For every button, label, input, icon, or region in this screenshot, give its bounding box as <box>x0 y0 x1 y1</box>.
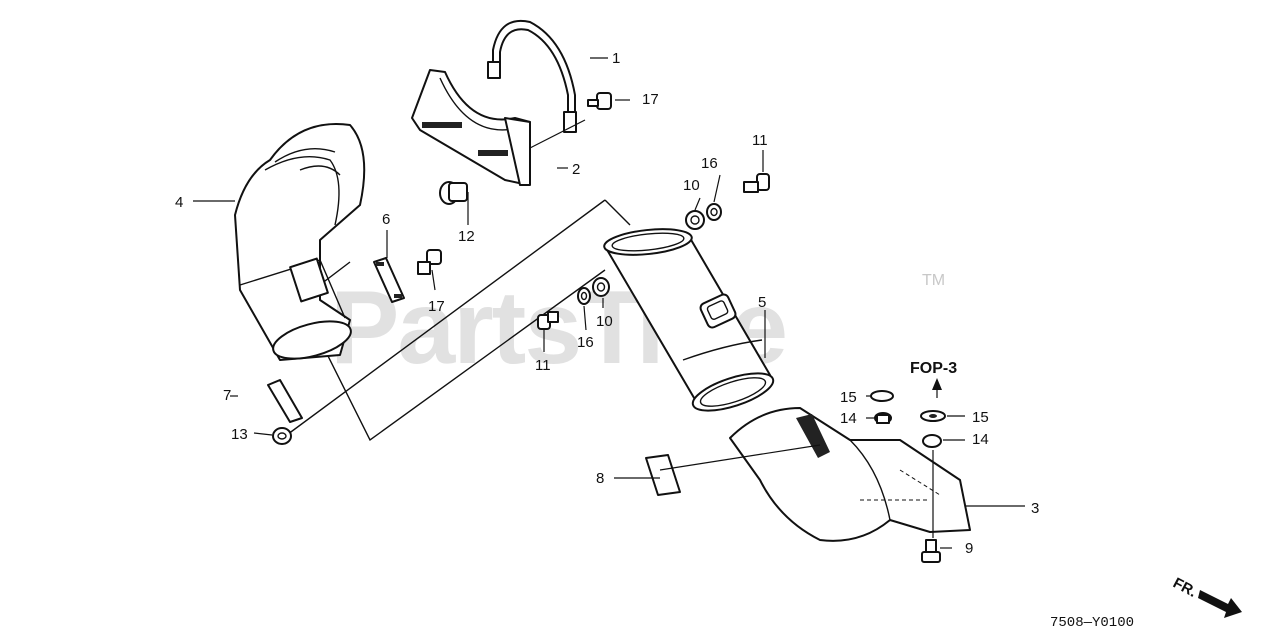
callout-17-upper: 17 <box>642 91 659 108</box>
front-direction-arrow-icon <box>1198 590 1242 618</box>
trademark-symbol: TM <box>922 272 945 289</box>
part-16-washer-left <box>577 287 591 305</box>
callout-11-upper: 11 <box>752 132 768 149</box>
diagram-code: 7508—Y0100 <box>1050 615 1134 631</box>
callout-15-left: 15 <box>840 389 857 406</box>
callout-17-lower: 17 <box>428 298 445 315</box>
part-17-bolt-top <box>587 92 612 110</box>
part-13-nut <box>272 427 292 445</box>
callout-16-lower: 16 <box>577 334 594 351</box>
part-4-elbow-duct <box>234 123 366 361</box>
callout-9: 9 <box>965 540 973 557</box>
fop-reference-label: FOP-3 <box>910 360 957 377</box>
callout-2: 2 <box>572 161 580 178</box>
part-15-washer-left <box>870 390 894 402</box>
callout-13: 13 <box>231 426 248 443</box>
part-8-strip <box>645 454 681 496</box>
callout-7: 7 <box>223 387 231 404</box>
part-17-bolt-middle <box>417 249 442 275</box>
fop-reference-arrow <box>932 378 942 398</box>
callout-10-lower: 10 <box>596 313 613 330</box>
part-5-tube <box>603 228 775 412</box>
callout-6: 6 <box>382 211 390 228</box>
part-16-washer-upper <box>706 203 722 221</box>
leader-lines <box>193 57 1025 549</box>
part-2-cover-bracket <box>411 69 531 186</box>
part-7-strip <box>267 379 303 423</box>
callout-10-upper: 10 <box>683 177 700 194</box>
part-10-nut-left <box>592 277 610 297</box>
callout-16-upper: 16 <box>701 155 718 172</box>
front-direction-label: FR. <box>1170 575 1199 601</box>
callout-labels: 1 2 3 4 5 6 7 8 9 10 10 11 11 12 13 14 1… <box>175 50 1039 557</box>
part-11-bolt-upper <box>743 173 770 193</box>
part-6-clip <box>373 257 405 303</box>
part-14-grommet-left <box>874 412 892 424</box>
part-10-nut-upper <box>685 210 705 230</box>
callout-4: 4 <box>175 194 183 211</box>
callout-3: 3 <box>1031 500 1039 517</box>
callout-14-left: 14 <box>840 410 857 427</box>
callout-15-right: 15 <box>972 409 989 426</box>
part-3-outlet-chute <box>729 407 971 542</box>
callout-12: 12 <box>458 228 475 245</box>
part-12-plug <box>439 181 468 205</box>
part-14-grommet-right <box>922 434 942 448</box>
callout-14-right: 14 <box>972 431 989 448</box>
part-9-screw <box>921 539 941 563</box>
callout-5: 5 <box>758 294 766 311</box>
part-15-washer-right <box>920 410 946 422</box>
part-1-wire-clip <box>487 19 577 133</box>
callout-8: 8 <box>596 470 604 487</box>
callout-1: 1 <box>612 50 620 67</box>
front-direction-indicator: FR. <box>1170 575 1242 618</box>
callout-11-lower: 11 <box>535 357 551 374</box>
part-11-bolt-left <box>537 311 559 330</box>
